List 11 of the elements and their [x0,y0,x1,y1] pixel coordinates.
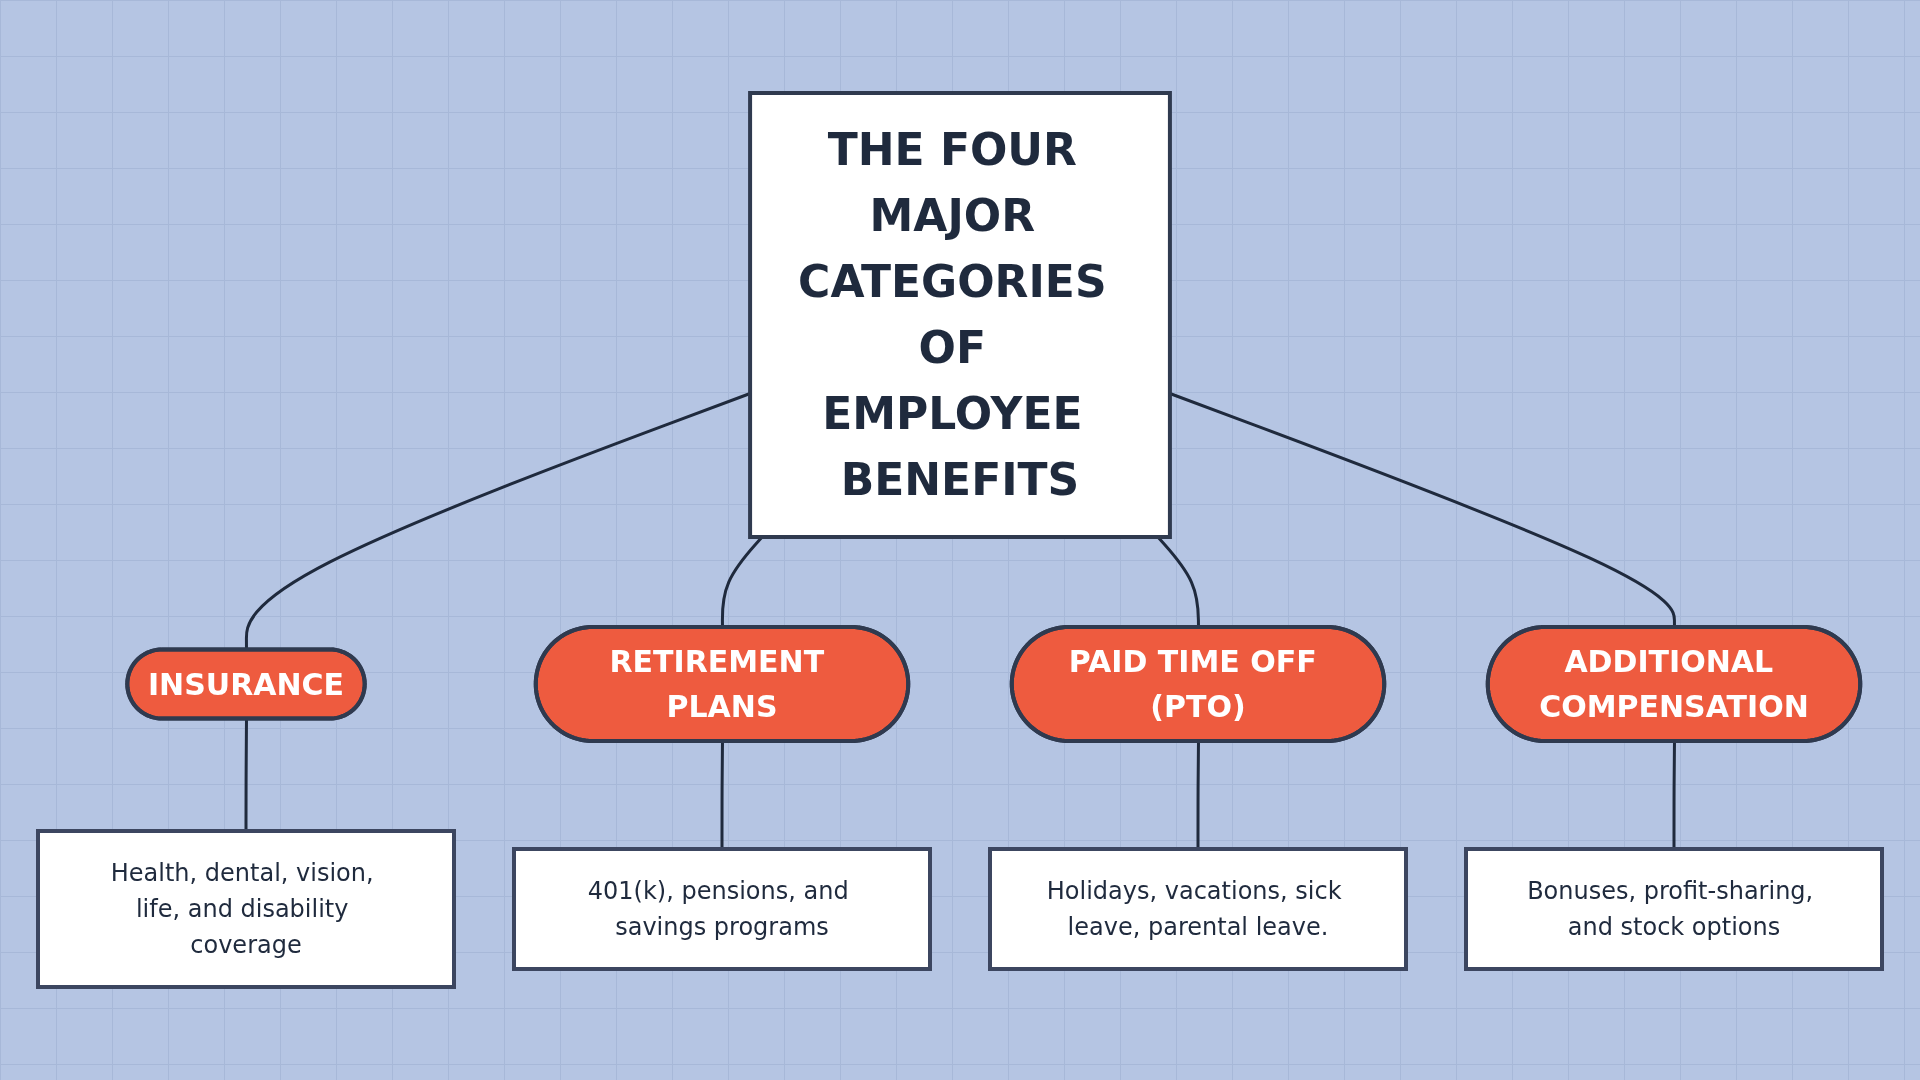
connector [1196,741,1200,849]
node-box: 401(k), pensions, and savings programs [512,847,932,971]
node-box: Holidays, vacations, sick leave, parental leave. [988,847,1408,971]
connector [244,719,248,831]
node-box: Health, dental, vision, life, and disability coverage [36,829,456,989]
connector [1156,536,1200,628]
connector [720,741,724,849]
node-box: THE FOUR MAJOR CATEGORIES OF EMPLOYEE BENEFITS [748,91,1172,539]
connector [1672,741,1676,849]
node-box: Bonuses, profit-sharing, and stock options [1464,847,1884,971]
connector [720,536,764,628]
